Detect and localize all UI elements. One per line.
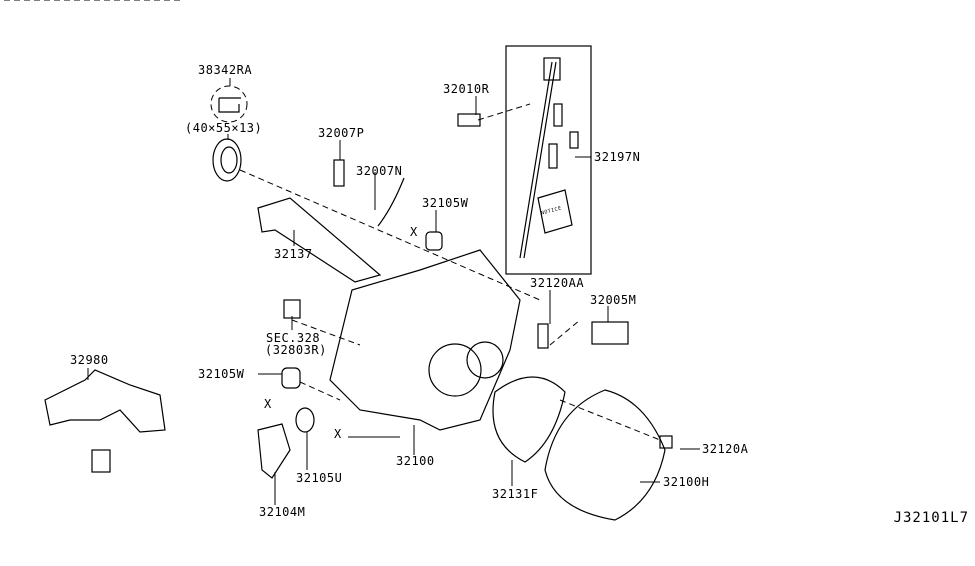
part-label: 32131F — [492, 487, 539, 501]
part-label: 32980 — [70, 353, 109, 367]
leader-lines — [87, 78, 700, 505]
section-label: SEC.328 — [266, 331, 321, 345]
kit-box — [505, 45, 592, 275]
plug-32007P-icon — [333, 159, 345, 187]
part-label: 32100 — [396, 454, 435, 468]
part-label: 32120A — [702, 442, 749, 456]
part-label: 32105W — [422, 196, 469, 210]
part-label: 32100H — [663, 475, 710, 489]
x-marker: X — [264, 397, 272, 411]
notice-card-icon — [537, 189, 573, 234]
part-label: 32197N — [594, 150, 641, 164]
x-marker: X — [410, 225, 418, 239]
clip-icon — [457, 113, 481, 127]
x-marker: X — [334, 427, 342, 441]
bracket-icon — [44, 369, 166, 433]
part-label: 32105U — [296, 471, 343, 485]
bolt-icon — [537, 323, 549, 349]
part-size-label: (40×55×13) — [185, 121, 263, 135]
seal-detail-icon — [210, 85, 248, 123]
section-part-label: (32803R) — [265, 343, 327, 357]
part-label: 32005M — [590, 293, 637, 307]
bushing-icon — [281, 367, 301, 389]
part-label: 32007N — [356, 164, 403, 178]
part-label: 32120AA — [530, 276, 585, 290]
gasket-icon — [492, 376, 566, 463]
part-label: 32105W — [198, 367, 245, 381]
breather-tube-icon — [377, 177, 405, 227]
shift-sensor-icon — [257, 423, 291, 479]
seal-32105U-icon — [295, 407, 315, 433]
cap-icon — [283, 299, 301, 319]
dipstick-icon — [519, 57, 579, 259]
part-label: 32010R — [443, 82, 490, 96]
switch-sensor-icon — [591, 321, 629, 345]
part-label: 32007P — [318, 126, 365, 140]
oil-seal-icon — [212, 138, 242, 182]
part-label: 32104M — [259, 505, 306, 519]
part-label: 32137 — [274, 247, 313, 261]
bolt-icon — [659, 435, 673, 449]
part-label: 38342RA — [198, 63, 253, 77]
case-cover-icon — [544, 389, 666, 521]
baffle-plate-icon — [257, 197, 382, 283]
bushing-icon — [425, 231, 443, 251]
transmission-case-icon — [329, 249, 521, 431]
diagram-code: J32101L7 — [893, 510, 969, 526]
